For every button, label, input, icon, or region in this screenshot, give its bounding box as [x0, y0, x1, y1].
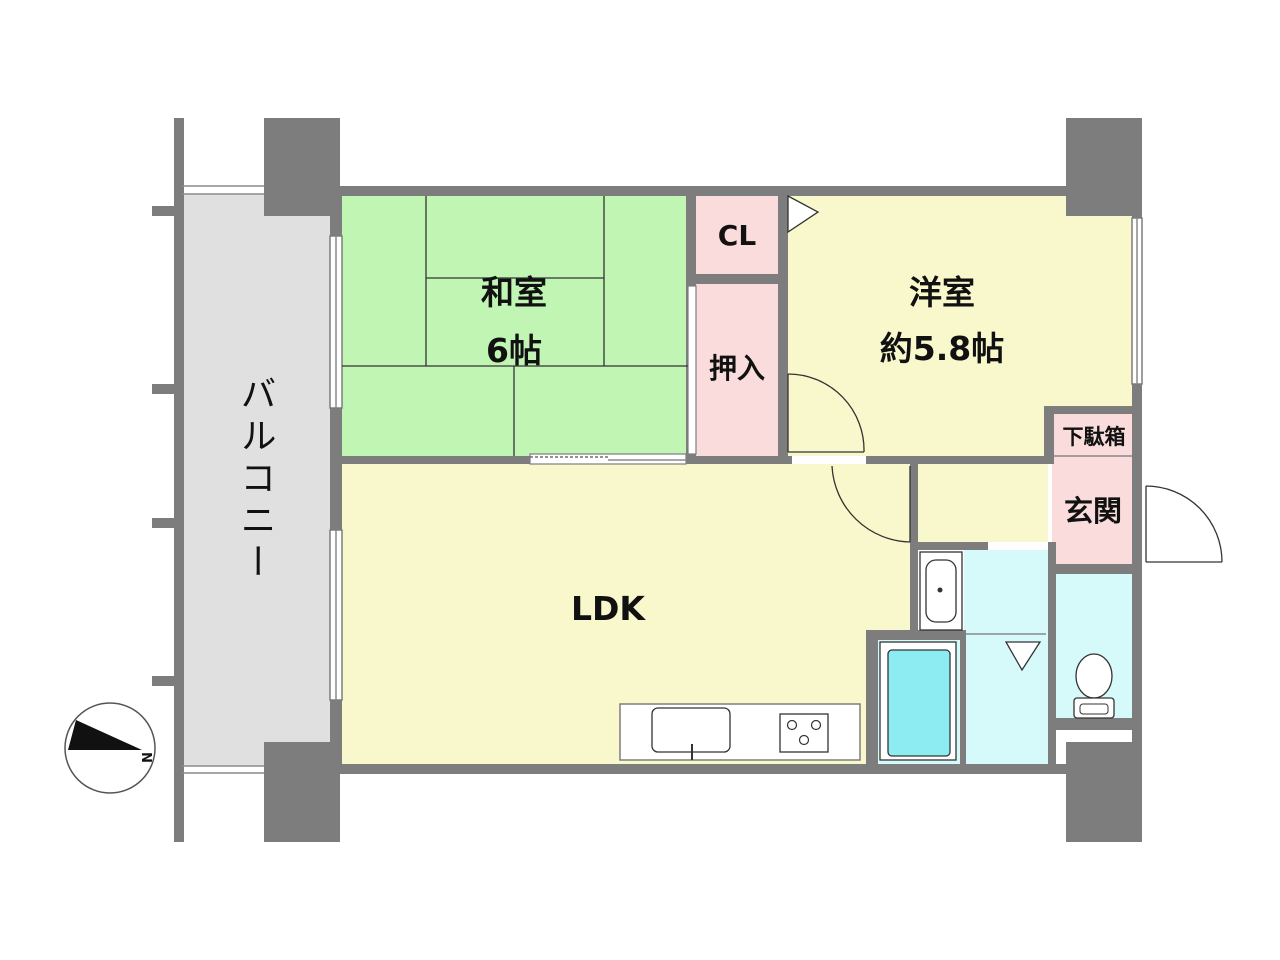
column-top-right [1066, 118, 1142, 216]
wall-genkan-left-2 [1048, 542, 1056, 772]
ldk-floor-2 [866, 464, 914, 630]
bathtub-icon [879, 641, 957, 761]
wall-right [1132, 186, 1142, 842]
oshiire-label: 押入 [709, 352, 765, 385]
yoshitsu-name: 洋室 [909, 273, 975, 312]
wall-genkan-bottom [1048, 564, 1142, 574]
compass-needle-icon [68, 720, 142, 750]
washroom-floor [964, 550, 1048, 764]
balcony-label: バルコニー [235, 375, 276, 585]
balcony-tick-4 [152, 676, 182, 686]
hallway-floor [914, 464, 1048, 542]
oshiire-floor [696, 284, 778, 456]
genkan-floor [1052, 456, 1132, 564]
column-top-left [264, 118, 340, 216]
tatami-mats [342, 196, 688, 456]
yoshitsu-size: 約5.8帖 [880, 329, 1004, 368]
compass-north-label: N [138, 752, 153, 763]
getabako-label: 下駄箱 [1063, 425, 1126, 449]
toilet-icon [1073, 653, 1115, 719]
wall-toilet-bottom [1048, 718, 1142, 730]
balcony-floor [182, 194, 330, 766]
column-bottom-right [1066, 742, 1142, 842]
wall-oshiire-right [778, 274, 788, 464]
wall-closet-right [778, 186, 788, 276]
wall-closet-mid [686, 274, 788, 284]
washbasin-icon [919, 551, 963, 631]
stove-icon [779, 713, 829, 753]
ldk-label: LDK [571, 589, 646, 628]
balcony-tick-2 [152, 384, 182, 394]
wall-bath-top [866, 630, 964, 640]
wall-washroom-left [910, 542, 918, 638]
windows [329, 217, 1143, 701]
compass: N [64, 702, 156, 794]
washitsu-floor [340, 194, 690, 456]
wall-top [330, 186, 1142, 196]
doors [787, 194, 1223, 672]
washitsu-name: 和室 [481, 273, 547, 312]
wall-washroom-top [910, 542, 988, 550]
wall-hall-post [910, 464, 918, 542]
wall-yoshitsu-genkan [1044, 406, 1140, 414]
washitsu-size: 6帖 [486, 331, 542, 370]
wall-genkan-left [1044, 406, 1054, 464]
wall-bottom [330, 764, 1070, 774]
wall-bath-right [960, 630, 966, 774]
balcony: バルコニー [152, 118, 330, 842]
balcony-tick-1 [152, 206, 182, 216]
wall-yoshitsu-bottom [866, 456, 1052, 464]
balcony-tick-3 [152, 518, 182, 528]
genkan-label: 玄関 [1064, 494, 1122, 528]
kitchen-counter [619, 703, 861, 761]
closet-label: CL [718, 219, 757, 252]
balcony-rail [174, 118, 184, 842]
wall-bath-left [866, 630, 878, 774]
column-bottom-left [264, 742, 340, 842]
getabako-floor [1052, 414, 1132, 456]
wall-washitsu-bottom [340, 456, 530, 464]
closet-floor [696, 194, 778, 274]
wall-washitsu-bottom-2 [686, 456, 792, 464]
